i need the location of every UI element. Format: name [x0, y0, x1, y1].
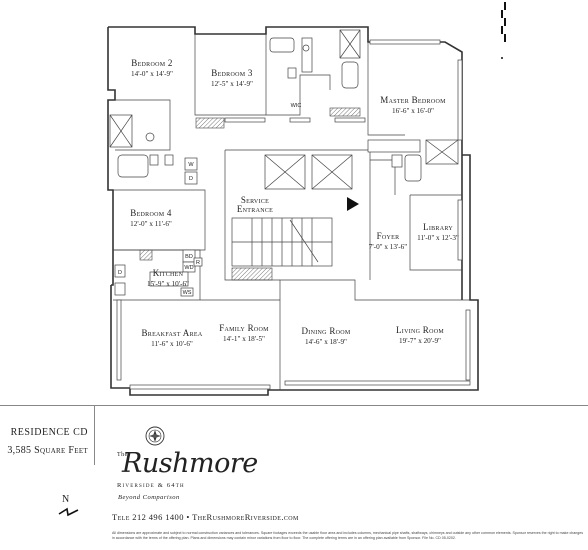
room-name: Bedroom 3: [211, 68, 253, 78]
footer-divider: [0, 405, 588, 406]
room-dims: 14'-0" x 14'-9": [131, 70, 173, 78]
entrance-arrow-icon: [347, 197, 359, 211]
legal-disclaimer: All dimensions are approximate and subje…: [112, 531, 584, 540]
room-dims: 14'-1" x 18'-5": [223, 335, 265, 343]
dryer-tag: D: [189, 176, 193, 182]
residence-id: RESIDENCE CD: [10, 427, 88, 438]
room-name: Foyer: [377, 231, 400, 241]
room-dims: 14'-6" x 18'-9": [305, 338, 347, 346]
room-name: Family Room: [219, 323, 269, 333]
brand-location: Riverside & 64th: [117, 482, 185, 489]
room-dims: 12'-0" x 11'-6": [130, 220, 172, 228]
room-dims: 11'-0" x 12'-3": [417, 234, 459, 242]
fixtures: [109, 29, 459, 182]
stair: [231, 197, 359, 281]
dishwasher-tag: D: [118, 270, 122, 276]
footer-vertical-divider: [94, 405, 95, 465]
wic-tag: WIC: [291, 103, 302, 109]
room-labels: Bedroom 2 14'-0" x 14'-9" Bedroom 3 12'-…: [118, 58, 459, 348]
washer-tag: W: [188, 162, 194, 168]
ws-tag: WS: [183, 290, 192, 296]
floor-plan: Bedroom 2 14'-0" x 14'-9" Bedroom 3 12'-…: [107, 26, 479, 396]
north-label: N: [62, 494, 70, 505]
room-name: Master Bedroom: [380, 95, 446, 105]
room-name: Library: [423, 222, 453, 232]
room-dims: 7'-0" x 13'-6": [369, 243, 407, 251]
room-name: Bedroom 4: [130, 208, 172, 218]
room-dims: 16'-6" x 16'-0": [392, 107, 434, 115]
scale-bar: [501, 2, 506, 59]
room-name: Breakfast Area: [141, 328, 202, 338]
brand-logo: Rushmore: [122, 448, 258, 479]
crest-icon: [145, 426, 165, 446]
wd-tag: WD: [184, 265, 193, 271]
refrigerator-tag: R: [196, 260, 200, 266]
room-dims: 12'-5" x 14'-9": [211, 80, 253, 88]
service-entrance-label: Entrance: [237, 204, 273, 214]
north-arrow-icon: [58, 507, 79, 517]
room-name: Bedroom 2: [131, 58, 172, 68]
service-entrance-label: Service: [241, 195, 269, 205]
brand-tagline: Beyond Comparison: [118, 494, 180, 501]
exterior-walls: [107, 26, 479, 396]
elevators: [264, 154, 353, 190]
room-dims: 15'-9" x 10'-6": [147, 280, 189, 288]
room-name: Kitchen: [153, 268, 184, 278]
room-name: Dining Room: [301, 326, 350, 336]
contact-info: Tele 212 496 1400 • TheRushmoreRiverside…: [112, 512, 299, 522]
room-dims: 19'-7" x 20'-9": [399, 337, 441, 345]
room-name: Living Room: [396, 325, 444, 335]
room-dims: 11'-6" x 10'-6": [151, 340, 193, 348]
brand-the: The: [117, 452, 128, 458]
bd-tag: BD: [185, 254, 193, 260]
residence-square-feet: 3,585 Square Feet: [7, 445, 88, 456]
closets: [114, 107, 361, 297]
windows: [116, 39, 471, 390]
